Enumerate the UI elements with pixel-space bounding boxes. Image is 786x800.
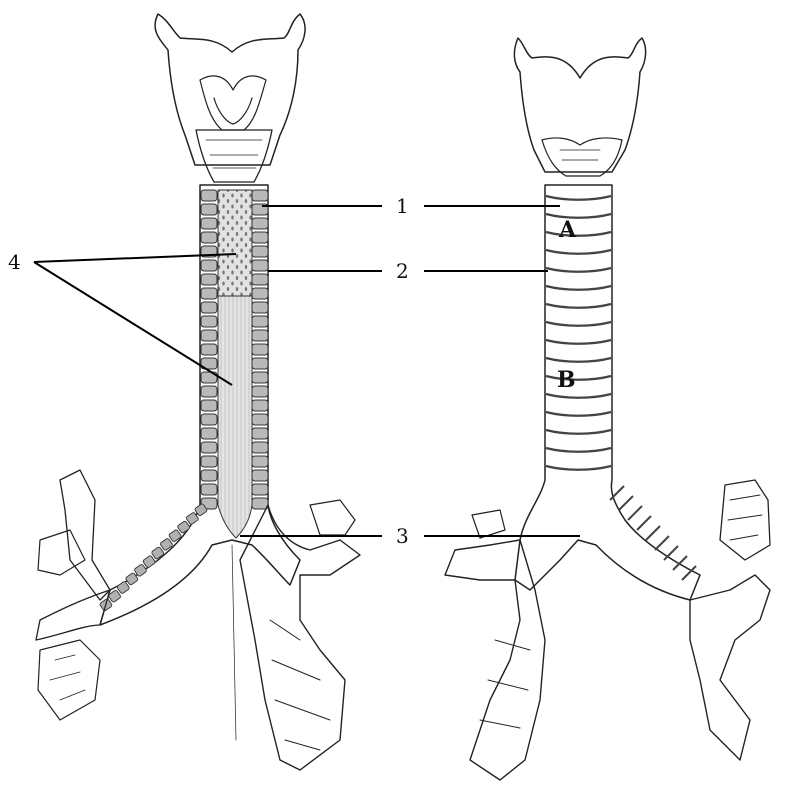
cartilage-ring [546,466,611,470]
cartilage-ring [546,412,611,416]
cartilage-ring-end [252,274,268,285]
bronchial-ring [637,516,651,530]
cartilage-ring-end [252,456,268,467]
cartilage-ring-end [252,302,268,313]
cartilage-ring [546,322,611,326]
leader-lines [34,206,580,536]
cartilage-ring-end [252,344,268,355]
cartilage-ring [546,340,611,344]
cartilage-ring-end [201,456,217,467]
cartilage-ring [546,286,611,290]
bronchial-ring-end [117,581,130,594]
bronchial-ring [655,536,669,550]
bronchial-ring [664,546,678,560]
bronchial-ring [646,526,660,540]
labels: 1 2 3 4 A B [8,194,577,548]
cartilage-ring-end [201,484,217,495]
bronchial-ring [619,496,633,510]
cartilage-ring-end [252,330,268,341]
cartilage-ring [546,394,611,398]
cartilage-ring [546,304,611,308]
left-larynx [155,14,305,182]
left-trachea [36,185,360,770]
cartilage-ring-end [252,386,268,397]
cartilage-ring-end [252,414,268,425]
cartilage-ring-end [252,246,268,257]
cartilage-ring-end [201,260,217,271]
label-B: B [557,367,576,393]
cartilage-ring-end [201,316,217,327]
cartilage-ring-end [252,498,268,509]
cartilage-ring-end [252,470,268,481]
right-trachea [445,185,770,780]
cartilage-ring-end [252,288,268,299]
cartilage-ring-end [252,218,268,229]
bronchial-ring-end [142,555,155,568]
cartilage-ring-end [201,190,217,201]
cartilage-ring [546,430,611,434]
cartilage-ring [546,250,611,254]
cartilage-ring-end [201,274,217,285]
cartilage-ring-end [201,470,217,481]
bronchial-ring-end [177,521,190,534]
cartilage-ring-end [201,218,217,229]
cartilage-ring-end [201,442,217,453]
cartilage-ring-end [201,330,217,341]
cartilage-ring [546,376,611,380]
cartilage-ring-end [252,260,268,271]
cartilage-ring-end [201,428,217,439]
cartilage-ring-end [201,400,217,411]
label-A: A [558,217,577,243]
cartilage-ring-end [252,190,268,201]
cartilage-ring-end [201,386,217,397]
cartilage-ring-end [252,372,268,383]
bronchial-ring [682,566,696,580]
cartilage-ring-end [252,232,268,243]
cartilage-ring-end [201,344,217,355]
cartilage-ring-end [201,232,217,243]
right-specimen [445,38,770,780]
cartilage-ring [546,214,611,218]
right-larynx [514,38,645,176]
cartilage-ring-end [252,484,268,495]
cartilage-ring-end [252,428,268,439]
cartilage-ring-end [252,316,268,327]
cartilage-ring [546,358,611,362]
label-4: 4 [8,250,21,274]
cartilage-ring-end [201,302,217,313]
cartilage-ring [546,232,611,236]
cartilage-ring-end [201,414,217,425]
cartilage-ring-end [252,358,268,369]
cartilage-ring-end [201,288,217,299]
cartilage-ring [546,268,611,272]
cartilage-ring [546,448,611,452]
cartilage-ring [546,196,611,200]
bronchial-ring [628,506,642,520]
left-specimen [36,14,360,770]
cartilage-ring-end [252,400,268,411]
cartilage-ring-end [252,442,268,453]
label-2: 2 [396,259,409,283]
cartilage-ring-end [201,204,217,215]
label-3: 3 [396,524,409,548]
label-1: 1 [396,194,409,218]
bronchial-ring-end [151,546,164,559]
